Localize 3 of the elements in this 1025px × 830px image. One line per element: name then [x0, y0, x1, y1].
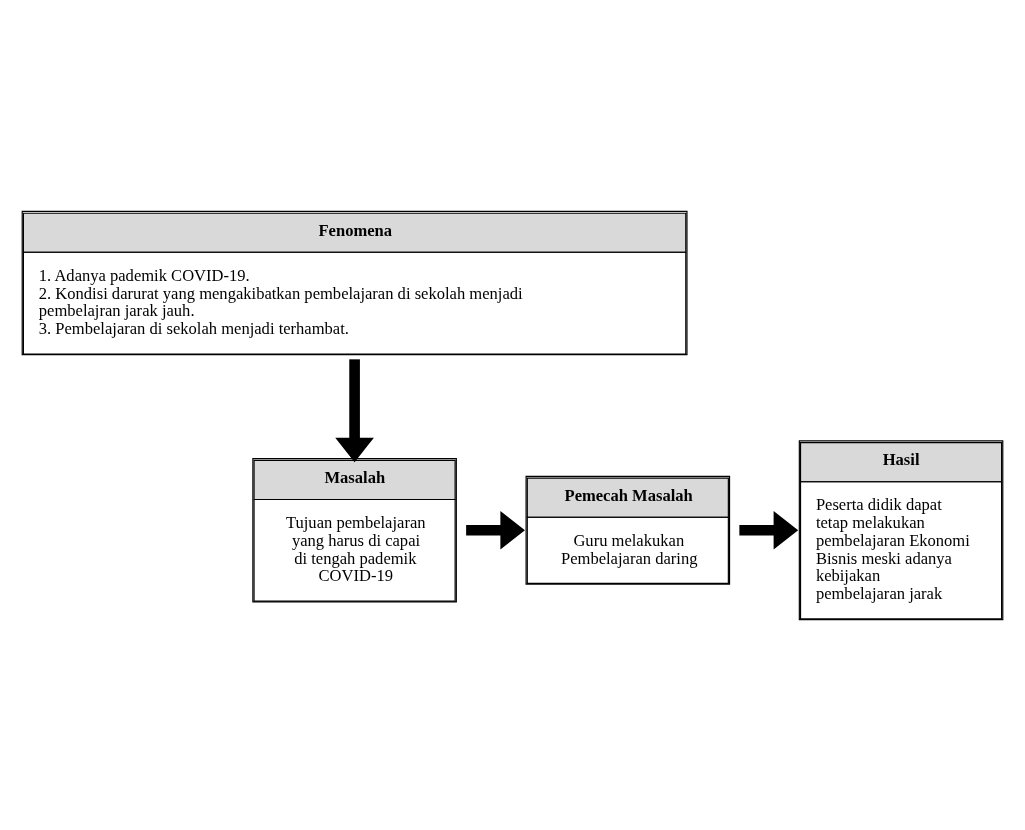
- arrow: [739, 510, 799, 550]
- arrow: [335, 358, 374, 462]
- arrow: [466, 510, 525, 550]
